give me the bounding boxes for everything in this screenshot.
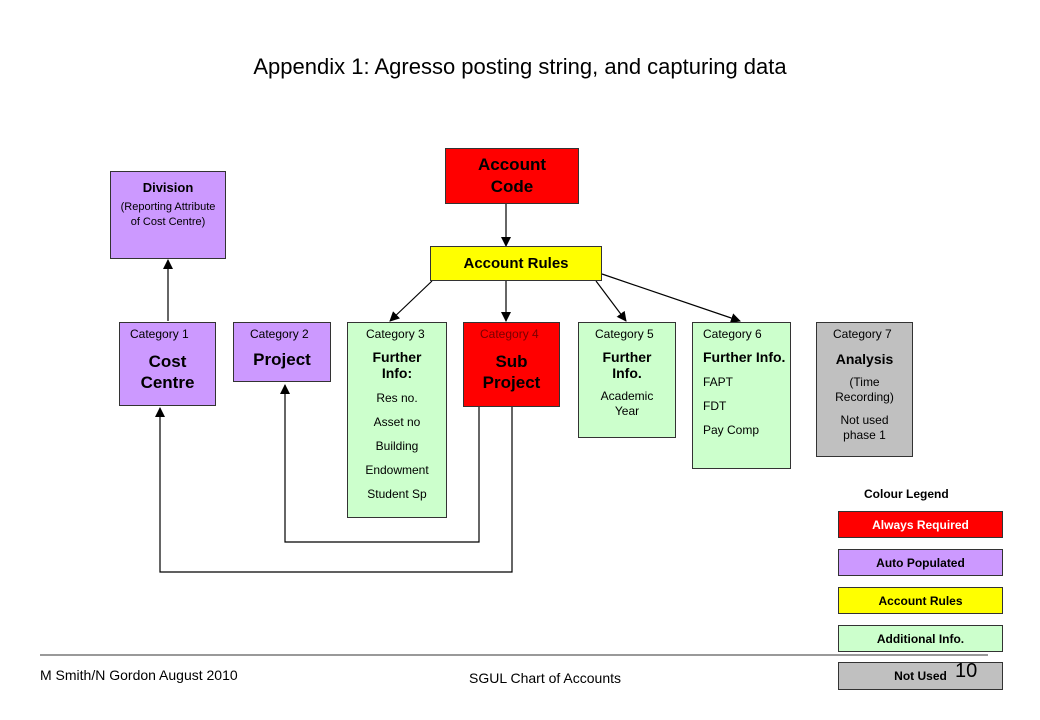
category-7-label: Category 7: [833, 327, 892, 341]
category-3-item: Asset no: [373, 415, 421, 429]
arrow-rules-to-cat3: [389, 280, 433, 322]
arrow-sub-project-to-project: [280, 384, 480, 543]
category-7-box: Category 7 Analysis (Time Recording) Not…: [816, 322, 913, 457]
legend-label: Always Required: [872, 517, 969, 532]
arrow-sub-project-to-cost-centre: [155, 407, 513, 573]
category-4-title: Sub Project: [482, 352, 541, 392]
legend-auto-populated: Auto Populated: [838, 549, 1003, 576]
division-box: Division (Reporting Attribute of Cost Ce…: [110, 171, 226, 259]
category-6-item: FAPT: [703, 375, 734, 389]
legend-label: Additional Info.: [876, 631, 965, 646]
category-5-item: Academic Year: [600, 389, 654, 418]
arrow-rules-to-cat5: [595, 280, 627, 322]
legend-not-used: Not Used: [838, 662, 1003, 690]
category-3-item: Endowment: [365, 463, 429, 477]
account-rules-box: Account Rules: [430, 246, 602, 281]
category-5-label: Category 5: [595, 327, 654, 341]
category-7-item: Not used phase 1: [840, 413, 889, 442]
page-number: 10: [955, 660, 978, 682]
category-3-label: Category 3: [366, 327, 425, 341]
legend-label: Account Rules: [878, 593, 963, 608]
account-code-label: Account Code: [478, 155, 546, 196]
category-2-label: Category 2: [250, 327, 309, 341]
category-2-title: Project: [253, 350, 311, 369]
category-4-label: Category 4: [480, 327, 539, 341]
legend-additional-info: Additional Info.: [838, 625, 1003, 652]
category-6-title: Further Info.: [703, 349, 786, 365]
legend-label: Not Used: [894, 669, 947, 683]
footer-title: SGUL Chart of Accounts: [469, 670, 621, 686]
category-3-item: Student Sp: [367, 487, 427, 501]
account-rules-label: Account Rules: [463, 255, 569, 272]
category-6-label: Category 6: [703, 327, 762, 341]
category-6-item: Pay Comp: [703, 423, 760, 437]
category-6-box: Category 6 Further Info. FAPT FDT Pay Co…: [692, 322, 791, 469]
division-title: Division: [142, 180, 194, 195]
account-code-box: Account Code: [445, 148, 579, 204]
category-6-item: FDT: [703, 399, 727, 413]
legend-always-required: Always Required: [838, 511, 1003, 538]
category-3-box: Category 3 Further Info: Res no. Asset n…: [347, 322, 447, 518]
category-3-title: Further Info:: [372, 349, 422, 381]
category-1-title: Cost Centre: [140, 352, 195, 392]
category-3-item: Res no.: [376, 391, 418, 405]
category-1-box: Category 1 Cost Centre: [119, 322, 216, 406]
category-5-box: Category 5 Further Info. Academic Year: [578, 322, 676, 438]
legend-label: Auto Populated: [876, 555, 965, 570]
category-2-box: Category 2 Project: [233, 322, 331, 382]
arrow-rules-to-cat6: [601, 273, 741, 323]
category-7-title: Analysis: [835, 351, 894, 367]
category-7-item: (Time Recording): [835, 375, 894, 404]
footer-author: M Smith/N Gordon August 2010: [40, 667, 238, 683]
category-5-title: Further Info.: [602, 349, 652, 381]
category-4-box: Category 4 Sub Project: [463, 322, 560, 407]
category-1-label: Category 1: [130, 327, 189, 341]
legend-account-rules: Account Rules: [838, 587, 1003, 614]
category-3-item: Building: [375, 439, 419, 453]
division-note: (Reporting Attribute of Cost Centre): [120, 201, 216, 228]
legend-title: Colour Legend: [864, 487, 949, 501]
page-title: Appendix 1: Agresso posting string, and …: [253, 54, 787, 79]
